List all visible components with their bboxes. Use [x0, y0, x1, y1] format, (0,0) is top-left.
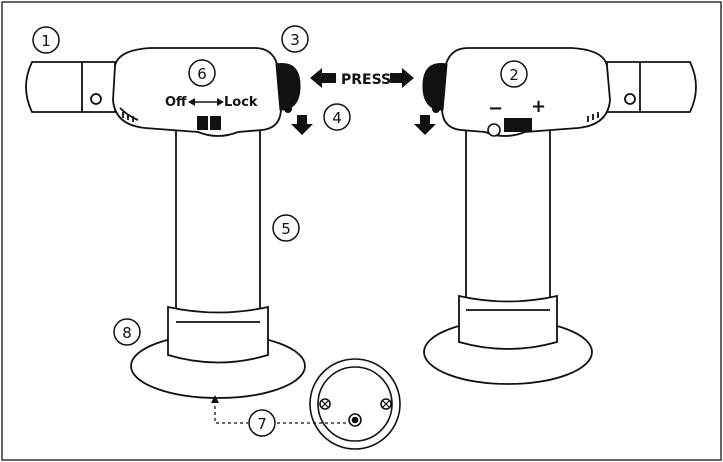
left-ignition-button [275, 62, 301, 111]
callout-7: 7 [248, 409, 276, 437]
right-torch-nozzle-hole [624, 93, 636, 105]
callout-6: 6 [188, 59, 216, 87]
right-torch-head [441, 47, 611, 137]
svg-text:3: 3 [290, 31, 300, 49]
left-torch-nozzle [25, 61, 116, 113]
press-label: PRESS [341, 72, 391, 88]
callout-1: 1 [32, 26, 60, 54]
right-torch [423, 47, 697, 385]
right-gas-release-dot [432, 105, 440, 113]
leader-arrow-icon [211, 395, 219, 403]
svg-text:5: 5 [281, 220, 291, 238]
left-torch [25, 47, 306, 399]
left-torch-head [112, 47, 282, 137]
arrow-down-icon [291, 115, 313, 135]
arrow-left-icon [310, 68, 336, 88]
svg-text:8: 8 [122, 324, 132, 342]
left-torch-sleeve [167, 305, 269, 364]
svg-text:7: 7 [257, 415, 267, 433]
callout-4: 4 [323, 103, 351, 131]
leader-line-7 [214, 400, 248, 424]
right-ignition-button [422, 62, 448, 111]
base-detail-view [309, 358, 401, 450]
arrow-right-icon [390, 68, 414, 88]
flame-adjust-slider [504, 118, 532, 132]
double-arrow-right-head [217, 98, 224, 106]
svg-text:4: 4 [332, 109, 342, 127]
svg-text:6: 6 [197, 65, 207, 83]
off-label: Off [165, 95, 187, 110]
callout-8: 8 [113, 318, 141, 346]
left-torch-nozzle-hole [90, 93, 102, 105]
right-torch-nozzle [606, 61, 697, 113]
callout-2: 2 [500, 60, 528, 88]
arrow-down-icon [414, 115, 436, 135]
minus-label: − [488, 98, 503, 119]
double-arrow-left-head [188, 98, 195, 106]
svg-text:2: 2 [509, 66, 519, 84]
svg-text:1: 1 [41, 32, 51, 50]
callout-3: 3 [281, 25, 309, 53]
right-torch-sleeve [458, 294, 558, 350]
lock-label: Lock [224, 95, 258, 110]
left-gas-release-dot [284, 105, 292, 113]
callout-5: 5 [272, 214, 300, 242]
plus-label: + [531, 96, 546, 117]
flame-adjust-knob [487, 123, 501, 137]
